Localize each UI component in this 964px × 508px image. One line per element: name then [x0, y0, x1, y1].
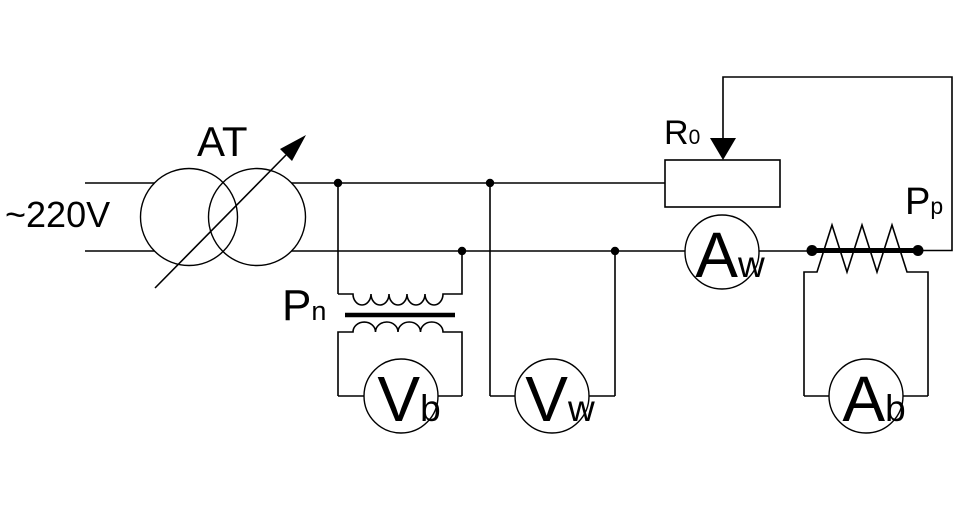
autotransformer-circle-left-fill: [140, 168, 238, 266]
junction-dot: [333, 178, 343, 188]
transformer-primary-winding: [338, 251, 463, 306]
ammeter-w-label: Aw: [695, 219, 765, 291]
junction-dot: [457, 246, 467, 256]
slide-wire-symbol: [806, 245, 924, 256]
autotransformer-text: AT: [197, 118, 248, 165]
autotransformer-arrow-icon: [154, 135, 306, 289]
ammeter-b-fill: [829, 359, 903, 433]
autotransformer-circle-right-fill: [208, 168, 306, 266]
wiper-feedback-wire: [722, 76, 953, 252]
voltmeter-b-label: Vb: [377, 363, 441, 435]
autotransformer-label: AT: [197, 121, 248, 163]
voltmeter-w-circle: [514, 358, 590, 434]
rheostat-body: [664, 159, 781, 208]
rheostat-label: R0: [664, 114, 701, 152]
voltmeter-w-fill: [515, 359, 589, 433]
voltmeter-b-circle: [363, 358, 439, 434]
ammeter-b-circle: [828, 358, 904, 434]
slide-wire-terminal-dot-right: [912, 245, 924, 256]
junction-dot: [485, 178, 495, 188]
transformer-label: Pn: [282, 281, 327, 330]
voltmeter-b-fill: [364, 359, 438, 433]
slide-wire-terminal-dot-left: [806, 245, 818, 256]
ammeter-b-label: Ab: [842, 363, 906, 435]
slide-wire-label: Pp: [905, 181, 944, 223]
transformer-secondary-winding: [337, 321, 463, 396]
source-voltage-text: ~220V: [5, 194, 111, 235]
autotransformer-circle-right: [207, 167, 307, 267]
shunt-resistor-zigzag: [803, 222, 929, 396]
ammeter-w-fill: [685, 215, 759, 289]
junction-dot: [610, 246, 620, 256]
voltmeter-w-label: Vw: [525, 363, 595, 435]
ammeter-w-circle: [684, 214, 760, 290]
source-voltage-label: ~220V: [5, 197, 110, 233]
autotransformer-circle-left: [139, 167, 239, 267]
rheostat-wiper-arrow-icon: [710, 138, 736, 160]
